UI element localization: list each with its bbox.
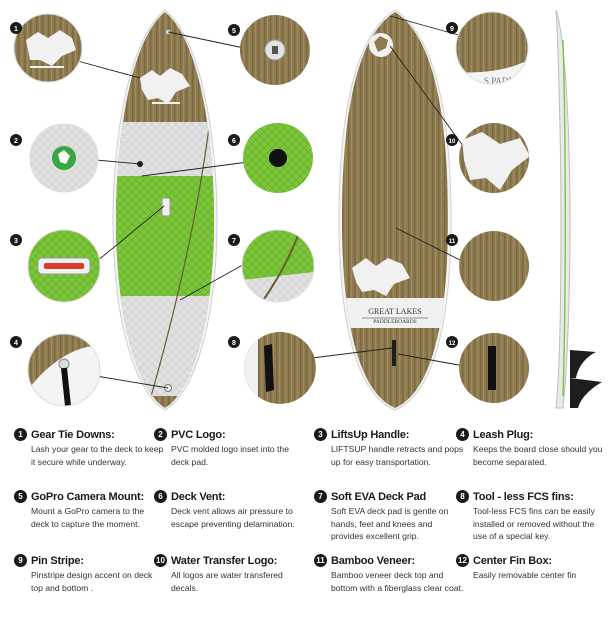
callout-badge-7: 7 xyxy=(228,234,240,246)
center-fin-box-icon xyxy=(392,340,396,366)
feature-title: Soft EVA Deck Pad xyxy=(331,490,427,503)
callout-badge-1: 1 xyxy=(10,22,22,34)
svg-text:5: 5 xyxy=(232,28,236,35)
liftsup-handle-icon xyxy=(161,197,171,217)
feature-description: Pinstripe design accent on deck top and … xyxy=(31,570,153,593)
feature-title: Leash Plug: xyxy=(473,428,534,441)
callout-badges: 1 2 3 4 5 6 7 8 9 10 11 12 xyxy=(10,22,458,348)
feature-title: PVC Logo: xyxy=(171,428,226,441)
feature-description: LIFTSUP handle retracts and pops up for … xyxy=(331,444,464,467)
detail-circle-3 xyxy=(27,229,101,303)
feature-description: Keeps the board close should you become … xyxy=(473,444,603,467)
detail-circle-4 xyxy=(27,333,101,407)
callout-badge-4: 4 xyxy=(10,336,22,348)
svg-text:PADDLEBOARDS: PADDLEBOARDS xyxy=(373,319,417,325)
feature-pin-stripe: 9 Pin Stripe: Pinstripe design accent on … xyxy=(14,554,164,594)
feature-number-badge: 5 xyxy=(14,490,27,503)
board-bottom-view: GREAT LAKES PADDLEBOARDS xyxy=(338,9,452,411)
feature-number-badge: 11 xyxy=(314,554,327,567)
feature-bamboo-veneer: 11 Bamboo Veneer: Bamboo veneer deck top … xyxy=(314,554,464,594)
feature-description: Soft EVA deck pad is gentle on hands, fe… xyxy=(331,506,449,541)
feature-number-badge: 12 xyxy=(456,554,469,567)
paddleboard-illustration: GREAT LAKES PADDLEBOARDS xyxy=(10,9,602,411)
feature-number-badge: 4 xyxy=(456,428,469,441)
svg-text:12: 12 xyxy=(449,341,456,347)
feature-title: Gear Tie Downs: xyxy=(31,428,115,441)
detail-circle-12 xyxy=(459,333,529,403)
feature-description: Tool-less FCS fins can be easily install… xyxy=(473,506,595,541)
feature-center-fin-box: 12 Center Fin Box: Easily removable cente… xyxy=(456,554,606,582)
detail-circle-6 xyxy=(243,123,313,193)
feature-title: GoPro Camera Mount: xyxy=(31,490,144,503)
feature-description: Bamboo veneer deck top and bottom with a… xyxy=(331,570,464,593)
feature-water-transfer-logo: 10 Water Transfer Logo: All logos are wat… xyxy=(154,554,304,594)
callout-badge-8: 8 xyxy=(228,336,240,348)
svg-text:10: 10 xyxy=(449,139,456,145)
svg-text:1: 1 xyxy=(14,26,18,33)
svg-text:S PADDL: S PADDL xyxy=(484,76,520,86)
feature-title: Deck Vent: xyxy=(171,490,226,503)
svg-text:11: 11 xyxy=(449,239,456,245)
board-side-profile xyxy=(555,9,602,409)
feature-description: Mount a GoPro camera to the deck to capt… xyxy=(31,506,145,529)
feature-gopro-camera-mount: 5 GoPro Camera Mount: Mount a GoPro camer… xyxy=(14,490,164,530)
feature-pvc-logo: 2 PVC Logo: PVC molded logo inset into th… xyxy=(154,428,304,468)
detail-circle-9: S PADDL xyxy=(455,11,529,86)
feature-deck-vent: 6 Deck Vent: Deck vent allows air pressur… xyxy=(154,490,304,530)
svg-text:9: 9 xyxy=(450,26,454,33)
detail-circle-2 xyxy=(29,123,99,193)
callout-badge-11: 11 xyxy=(446,234,458,246)
feature-description: PVC molded logo inset into the deck pad. xyxy=(171,444,289,467)
detail-circle-5 xyxy=(240,15,310,85)
feature-number-badge: 2 xyxy=(154,428,167,441)
callout-badge-9: 9 xyxy=(446,22,458,34)
callout-badge-3: 3 xyxy=(10,234,22,246)
svg-text:8: 8 xyxy=(232,340,236,347)
great-lakes-bottom-logo-icon xyxy=(352,258,410,296)
detail-circle-7 xyxy=(241,229,315,303)
svg-text:6: 6 xyxy=(232,138,236,145)
feature-number-badge: 7 xyxy=(314,490,327,503)
feature-number-badge: 8 xyxy=(456,490,469,503)
feature-tool-less-fcs-fins: 8 Tool - less FCS fins: Tool-less FCS fin… xyxy=(456,490,606,543)
feature-title: Tool - less FCS fins: xyxy=(473,490,574,503)
feature-number-badge: 1 xyxy=(14,428,27,441)
callout-badge-12: 12 xyxy=(446,336,458,348)
feature-gear-tie-downs: 1 Gear Tie Downs: Lash your gear to the d… xyxy=(14,428,164,468)
detail-circle-1 xyxy=(13,13,83,83)
svg-text:4: 4 xyxy=(14,340,18,347)
feature-soft-eva-deck-pad: 7 Soft EVA Deck Pad Soft EVA deck pad is … xyxy=(314,490,464,543)
great-lakes-logo-icon xyxy=(140,68,190,104)
feature-number-badge: 9 xyxy=(14,554,27,567)
feature-title: Center Fin Box: xyxy=(473,554,552,567)
detail-circle-11 xyxy=(459,231,529,301)
svg-text:3: 3 xyxy=(14,238,18,245)
feature-liftsup-handle: 3 LiftsUp Handle: LIFTSUP handle retracts… xyxy=(314,428,464,468)
callout-badge-6: 6 xyxy=(228,134,240,146)
side-fin-icon xyxy=(570,350,596,378)
board-deck-view xyxy=(112,9,218,411)
feature-title: LiftsUp Handle: xyxy=(331,428,410,441)
feature-leash-plug: 4 Leash Plug: Keeps the board close shoul… xyxy=(456,428,606,468)
feature-number-badge: 6 xyxy=(154,490,167,503)
svg-text:2: 2 xyxy=(14,138,18,145)
svg-text:7: 7 xyxy=(232,238,236,245)
feature-description: Lash your gear to the deck to keep it se… xyxy=(31,444,164,467)
callout-badge-5: 5 xyxy=(228,24,240,36)
feature-description: Deck vent allows air pressure to escape … xyxy=(171,506,295,529)
feature-title: Water Transfer Logo: xyxy=(171,554,278,567)
feature-number-badge: 10 xyxy=(154,554,167,567)
feature-number-badge: 3 xyxy=(314,428,327,441)
callout-badge-10: 10 xyxy=(446,134,458,146)
feature-legend: 1 Gear Tie Downs: Lash your gear to the d… xyxy=(0,428,614,618)
feature-title: Pin Stripe: xyxy=(31,554,84,567)
detail-circle-8 xyxy=(244,332,316,404)
feature-description: Easily removable center fin xyxy=(473,570,577,580)
brand-wordmark: GREAT LAKES xyxy=(368,307,421,316)
feature-title: Bamboo Veneer: xyxy=(331,554,416,567)
feature-description: All logos are water transfered decals. xyxy=(171,570,283,593)
detail-circle-10 xyxy=(459,123,529,193)
callout-badge-2: 2 xyxy=(10,134,22,146)
